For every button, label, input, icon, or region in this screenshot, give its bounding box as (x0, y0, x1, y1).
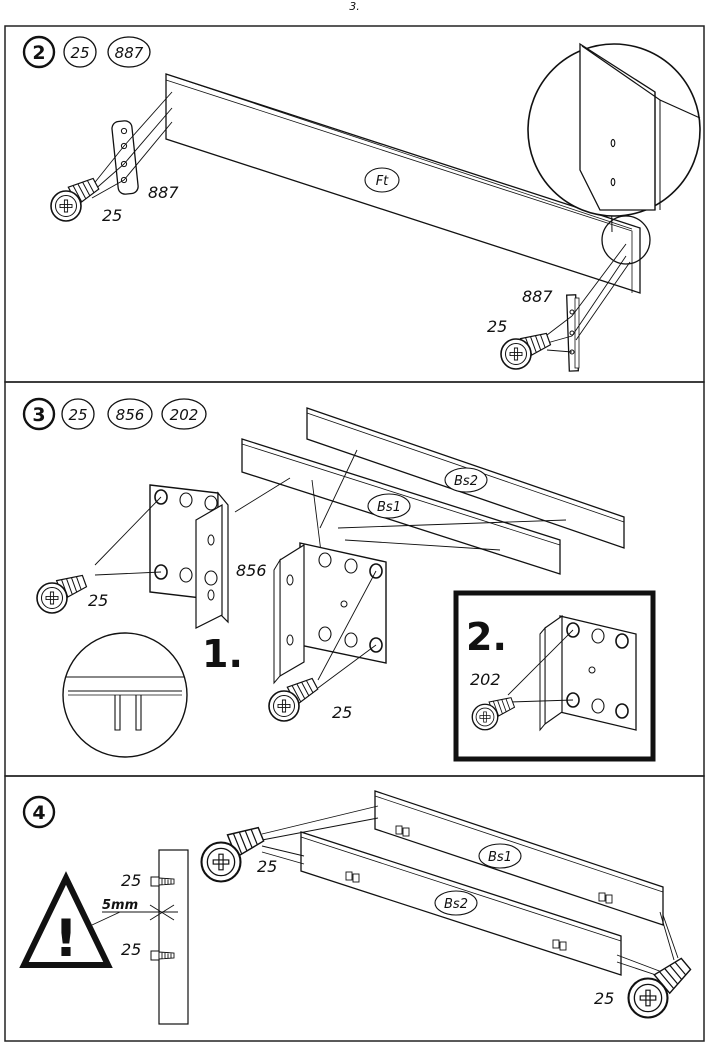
screw-25-step3-middle-label: 25 (332, 703, 352, 722)
rail-bs1-step4-label: Bs1 (478, 843, 522, 869)
gap-dimension-label: 5mm (102, 898, 138, 913)
rail-bs1-step4-label-text: Bs1 (488, 850, 512, 865)
step-2-number-circle: 2 (22, 35, 56, 69)
step-3-badge-1: 25 (61, 398, 95, 430)
gap-detail (91, 849, 189, 1025)
bracket-887-right (566, 294, 580, 372)
bracket-887-left-label: 887 (148, 183, 179, 202)
screw-25-step4-right-label: 25 (594, 989, 614, 1008)
step-2-number: 2 (32, 42, 45, 64)
step-3-number: 3 (32, 404, 45, 426)
screw-25-step4-left (200, 822, 267, 883)
detail-circle-joint (62, 632, 188, 758)
step-2-badge-2: 887 (107, 36, 151, 68)
step-3-badge-3-text: 202 (170, 406, 199, 424)
assembly-order-second: 2. (466, 615, 507, 659)
step-2-section: 2 25 887 Ft (4, 25, 705, 383)
rail-bs2-label-text: Bs2 (454, 474, 478, 489)
rail-bs2-step4-label-text: Bs2 (444, 897, 468, 912)
step-3-badge-3: 202 (161, 398, 207, 430)
screw-25-step2-left-label: 25 (102, 206, 122, 225)
step-4-number: 4 (32, 802, 45, 824)
detail-magnifier-top-right (527, 42, 701, 265)
bracket-856-label: 856 (236, 561, 267, 580)
screw-25-step4-left-label: 25 (257, 857, 277, 876)
rail-bs1-label-text: Bs1 (377, 500, 401, 515)
screw-25-step3-left (36, 571, 89, 614)
screw-25-step2-left (50, 174, 102, 222)
step-3-guide-lines (234, 449, 567, 561)
detail-screw-top-label: 25 (121, 871, 141, 890)
corner-bracket-856 (273, 542, 387, 685)
step-3-badge-2: 856 (107, 398, 153, 430)
step-3-badge-2-text: 856 (116, 406, 145, 424)
step-2-right-guide-lines (546, 243, 631, 353)
step-2-left-guide-lines (91, 91, 173, 199)
screw-25-step3-left-label: 25 (88, 591, 108, 610)
screw-25-step2-right-label: 25 (487, 317, 507, 336)
rail-bs1-label: Bs1 (367, 493, 411, 519)
step-4-left-screw-lines (261, 805, 379, 865)
step-2-badge-2-text: 887 (115, 44, 144, 62)
rail-bs2-step4-label: Bs2 (434, 890, 478, 916)
step-3-badge-1-text: 25 (68, 406, 87, 424)
detail-screw-bottom-label: 25 (121, 940, 141, 959)
warning-triangle: ! (19, 871, 113, 969)
step-2-badge-1-text: 25 (70, 44, 89, 62)
step-4-section: 4 ! 25 5mm 25 (4, 775, 705, 1042)
screw-25-step3-middle (268, 674, 321, 722)
step-3-middle-screw-lines (317, 570, 377, 689)
screw-25-step2-right (500, 329, 553, 370)
bracket-887-right-label: 887 (522, 287, 553, 306)
screw-202-label: 202 (470, 670, 501, 689)
screw-25-step4-right (627, 954, 695, 1019)
step-2-badge-1: 25 (63, 36, 97, 68)
step-4-number-circle: 4 (22, 795, 56, 829)
bracket-887-left (111, 120, 139, 195)
inset-step-second (453, 590, 656, 762)
panel-ft-label-text: Ft (376, 174, 389, 189)
panel-ft-label: Ft (364, 167, 400, 193)
step-3-left-screw-lines (94, 496, 162, 576)
assembly-order-first: 1. (202, 632, 243, 676)
step-3-number-circle: 3 (22, 397, 56, 431)
rail-bs2-label: Bs2 (444, 467, 488, 493)
page-number: 3. (349, 0, 360, 13)
step-3-section: 3 25 856 202 Bs2 Bs1 (4, 381, 705, 777)
warning-icon: ! (54, 909, 78, 969)
corner-bracket-left (149, 484, 229, 629)
panel-ft (165, 73, 641, 294)
